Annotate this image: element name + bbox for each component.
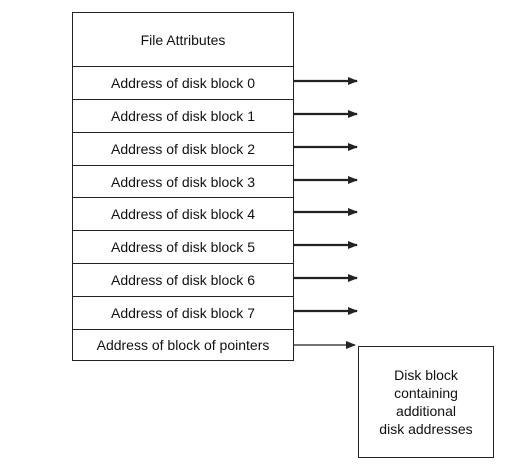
disk-block-address-label: Address of disk block 6	[111, 272, 255, 288]
disk-block-address-label: Address of disk block 1	[111, 108, 255, 124]
disk-block-text-line: additional	[396, 403, 456, 419]
disk-block-address-row-0: Address of disk block 0	[73, 67, 293, 100]
disk-block-address-label: Address of disk block 7	[111, 305, 255, 321]
disk-block-address-label: Address of disk block 4	[111, 206, 255, 222]
disk-block-address-row-4: Address of disk block 4	[73, 198, 293, 231]
file-attributes-label: File Attributes	[140, 31, 226, 48]
disk-block-text-line: Disk block	[394, 367, 458, 383]
disk-block-text-line: disk addresses	[379, 421, 473, 437]
inode-table: File Attributes Address of disk block 0 …	[72, 12, 294, 361]
disk-block-address-row-2: Address of disk block 2	[73, 133, 293, 166]
disk-block-address-row-1: Address of disk block 1	[73, 100, 293, 133]
disk-block-address-row-3: Address of disk block 3	[73, 166, 293, 198]
disk-block-address-label: Address of disk block 0	[111, 75, 255, 91]
pointer-block-address-label: Address of block of pointers	[96, 337, 270, 353]
disk-block-address-label: Address of disk block 2	[111, 141, 255, 157]
disk-block-address-label: Address of disk block 3	[111, 173, 255, 190]
pointer-block-address-row: Address of block of pointers	[73, 330, 293, 360]
file-attributes-cell: File Attributes	[73, 13, 293, 67]
disk-block-address-label: Address of disk block 5	[111, 239, 255, 255]
disk-block-address-row-7: Address of disk block 7	[73, 297, 293, 330]
additional-addresses-disk-block: Disk block containing additional disk ad…	[358, 346, 494, 458]
disk-block-address-row-5: Address of disk block 5	[73, 231, 293, 264]
disk-block-text-line: containing	[394, 385, 458, 401]
disk-block-address-row-6: Address of disk block 6	[73, 264, 293, 297]
